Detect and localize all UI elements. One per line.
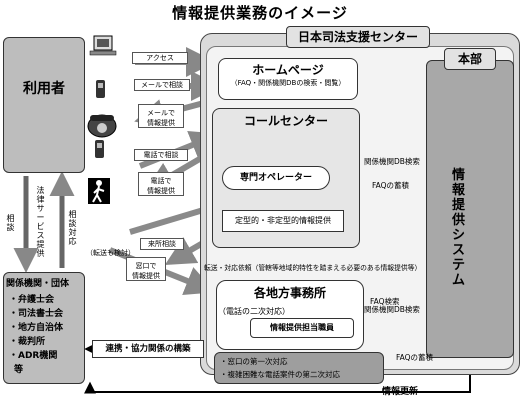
computer-icon [89, 35, 117, 56]
faq-accum-label: FAQの蓄積 [372, 181, 410, 190]
user-box [3, 37, 85, 173]
user-org-arrows [13, 171, 75, 273]
info-update-arrow [84, 358, 471, 394]
visit-consult-label: 来所相談 [140, 238, 184, 250]
window-response-line-2: ・複雑困難な電話案件の第二次対応 [220, 370, 340, 379]
consultation-label: 相談 [6, 214, 15, 232]
phone-consult-label: 電話で相談 [134, 149, 188, 161]
mobile-phone-icon-2 [95, 140, 104, 158]
specialist-operator: 専門オペレーター [222, 166, 330, 190]
phone-info-label: 電話で 情報提供 [138, 172, 184, 196]
mail-info-label: メールで 情報提供 [138, 104, 184, 128]
window-response-line-1: ・窓口の第一次対応 [220, 357, 288, 366]
consult-response-label: 相談対応 [68, 210, 77, 246]
related-db-search-label: 関係機関DB検索 [364, 157, 420, 166]
faq-accum-label-2: FAQの蓄積 [396, 353, 434, 362]
org-item: ・司法書士会 [9, 309, 64, 319]
info-staff-box: 情報提供担当職員 [250, 318, 354, 338]
regional-office-title: 各地方事務所 [253, 286, 326, 300]
regional-office-box [216, 280, 364, 350]
headquarters-box [426, 60, 514, 358]
homepage-subtitle: （FAQ・関係機関DBの検索・閲覧） [230, 79, 346, 87]
org-item: ・地方自治体 [9, 323, 64, 333]
page-title: 情報提供業務のイメージ [172, 4, 348, 22]
regional-office-note: （電話の二次対応） [218, 307, 290, 316]
related-db-search-label-2: 関係機関DB検索 [364, 305, 420, 314]
telephone-icon [87, 114, 117, 138]
org-item: ・裁判所 [9, 337, 46, 347]
org-item: 等 [14, 365, 24, 375]
mobile-phone-icon [96, 80, 105, 98]
organizations-title: 関係機関・団体 [6, 279, 70, 289]
legal-support-center-label: 日本司法支援センター [286, 26, 430, 48]
forwarding-note: 転送・対応依頼（管轄等地域的特性を踏まえる必要のある情報提供等） [204, 264, 422, 272]
window-info-label: 窓口で 情報提供 [126, 257, 166, 281]
org-item: ・弁護士会 [9, 295, 55, 305]
homepage-title: ホームページ [252, 63, 324, 77]
call-center-title: コールセンター [243, 114, 328, 128]
organizations-box [3, 272, 85, 384]
mail-consult-label: メールで相談 [134, 79, 190, 91]
faq-search-label: FAQ検索 [370, 297, 400, 306]
org-item: ・ADR機関 [9, 351, 58, 361]
walking-person-icon [88, 178, 110, 204]
info-update-label: 情報更新 [382, 387, 419, 397]
user-label: 利用者 [23, 81, 65, 97]
legal-service-label: 法律サービス提供 [36, 186, 45, 258]
info-provision-box: 定型的・非定型的情報提供 [222, 210, 344, 232]
access-label: アクセス [132, 52, 188, 64]
forward-review-label: （転送も検討） [86, 249, 135, 257]
information-system-label: 情報提供システム [452, 168, 466, 288]
homepage-box [218, 58, 358, 100]
headquarters-label: 本部 [444, 48, 496, 70]
window-response-box [214, 352, 384, 384]
cooperation-box: 連携・協力関係の構築 [92, 340, 204, 358]
